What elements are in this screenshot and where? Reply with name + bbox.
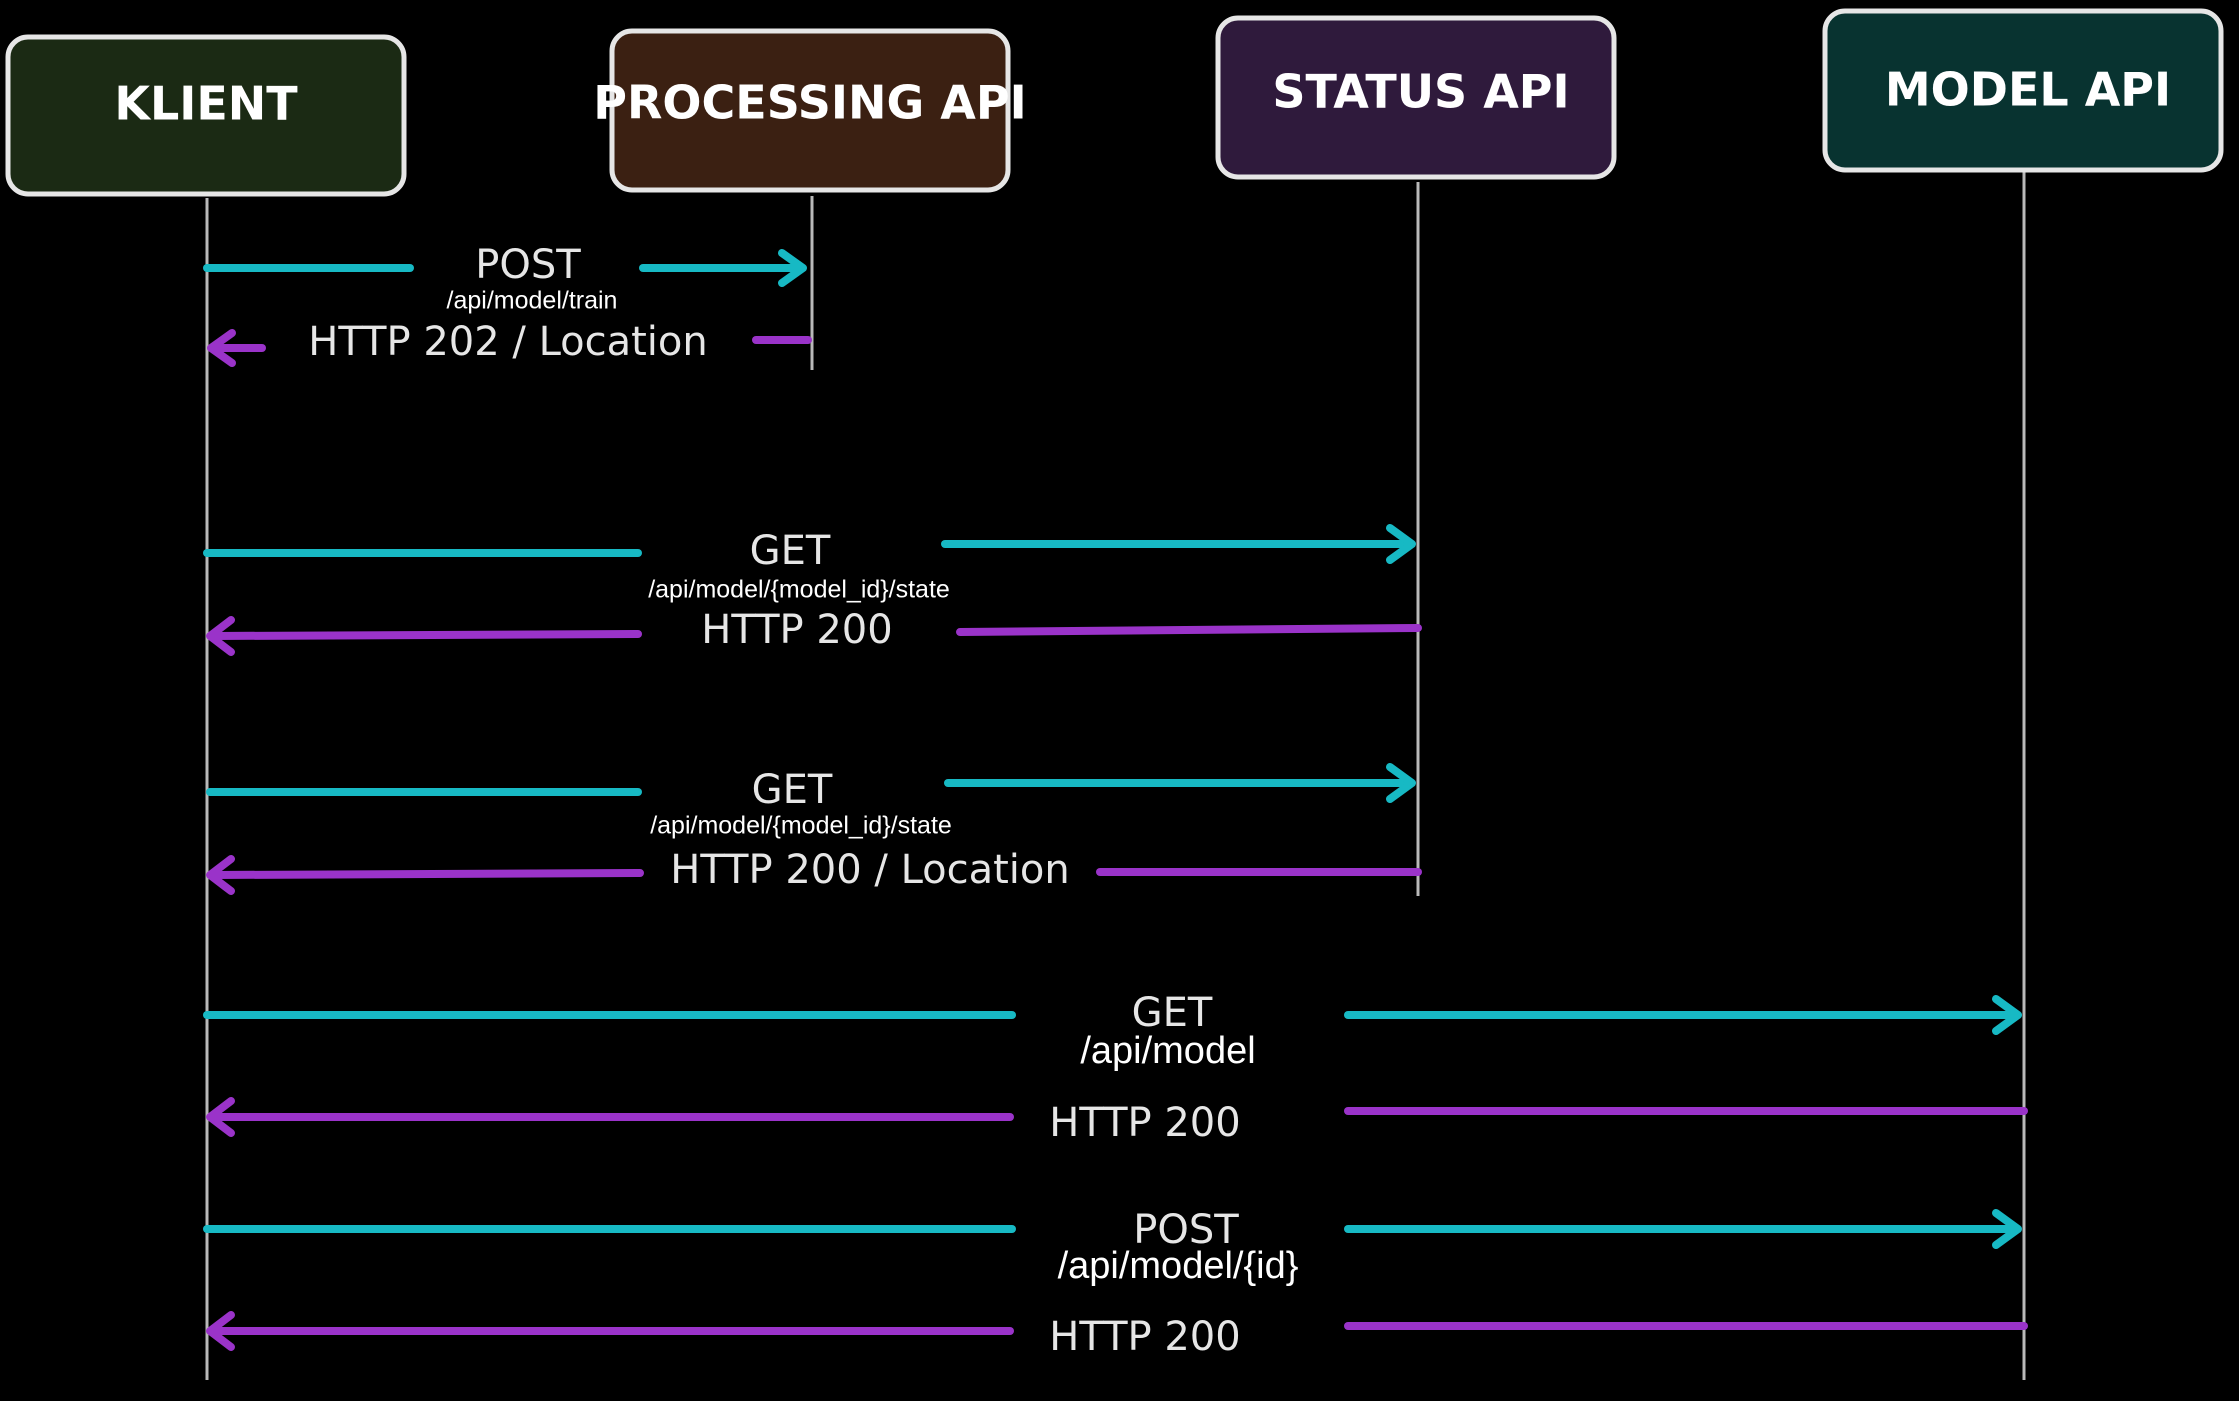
arrow-segment	[211, 630, 642, 640]
participant-processing-api[interactable]: PROCESSING API	[593, 28, 1027, 193]
message-path: /api/model	[1080, 1030, 1255, 1072]
message-http-200-2: HTTP 200	[206, 1097, 2028, 1146]
message-post-train: POST /api/model/train	[203, 242, 807, 315]
message-http-200-location: HTTP 200 / Location	[206, 847, 1422, 895]
message-label: GET	[752, 767, 833, 813]
arrow-head-right	[1992, 1209, 2022, 1249]
message-label: GET	[1132, 990, 1213, 1036]
message-label: HTTP 200 / Location	[670, 847, 1070, 893]
participants: KLIENT PROCESSING API STATUS API MODEL A…	[5, 8, 2224, 197]
message-label: GET	[750, 528, 831, 574]
message-http-200-3: HTTP 200	[206, 1311, 2028, 1360]
participant-klient[interactable]: KLIENT	[5, 34, 407, 197]
message-label: HTTP 200	[701, 607, 892, 653]
arrow-head-left	[206, 855, 235, 895]
message-path: /api/model/train	[447, 287, 618, 315]
arrow-segment	[956, 624, 1422, 636]
arrow-head-right	[778, 249, 807, 287]
message-get-state-2: GET /api/model/{model_id}/state	[206, 763, 1416, 840]
arrow-head-right	[1992, 995, 2022, 1035]
arrow-head-left	[207, 329, 236, 367]
lifelines	[205, 172, 2026, 1380]
arrow-head-right	[1386, 524, 1416, 564]
message-http-200-1: HTTP 200	[206, 607, 1422, 656]
message-path: /api/model/{model_id}/state	[650, 812, 952, 840]
message-label: HTTP 200	[1049, 1100, 1240, 1146]
message-label: HTTP 202 / Location	[308, 319, 708, 365]
participant-label-klient: KLIENT	[114, 77, 298, 131]
participant-status-api[interactable]: STATUS API	[1215, 15, 1617, 180]
participant-model-api[interactable]: MODEL API	[1822, 8, 2224, 173]
arrow-head-right	[1386, 763, 1416, 803]
message-label: HTTP 200	[1049, 1314, 1240, 1360]
arrow-segment	[211, 869, 644, 879]
message-get-state-1: GET /api/model/{model_id}/state	[203, 524, 1416, 604]
message-path: /api/model/{id}	[1058, 1245, 1299, 1287]
arrow-head-left	[206, 1097, 235, 1137]
participant-label-status-api: STATUS API	[1272, 65, 1569, 119]
arrow-head-left	[206, 616, 235, 656]
message-get-model: GET /api/model	[203, 990, 2022, 1072]
participant-label-processing-api: PROCESSING API	[593, 76, 1026, 130]
message-path: /api/model/{model_id}/state	[648, 576, 950, 604]
message-label: POST	[1133, 1207, 1239, 1253]
participant-label-model-api: MODEL API	[1885, 63, 2171, 117]
arrow-head-left	[206, 1311, 235, 1351]
message-post-model-id: POST /api/model/{id}	[203, 1207, 2022, 1287]
message-http-202-location: HTTP 202 / Location	[207, 319, 812, 367]
message-label: POST	[475, 242, 581, 288]
